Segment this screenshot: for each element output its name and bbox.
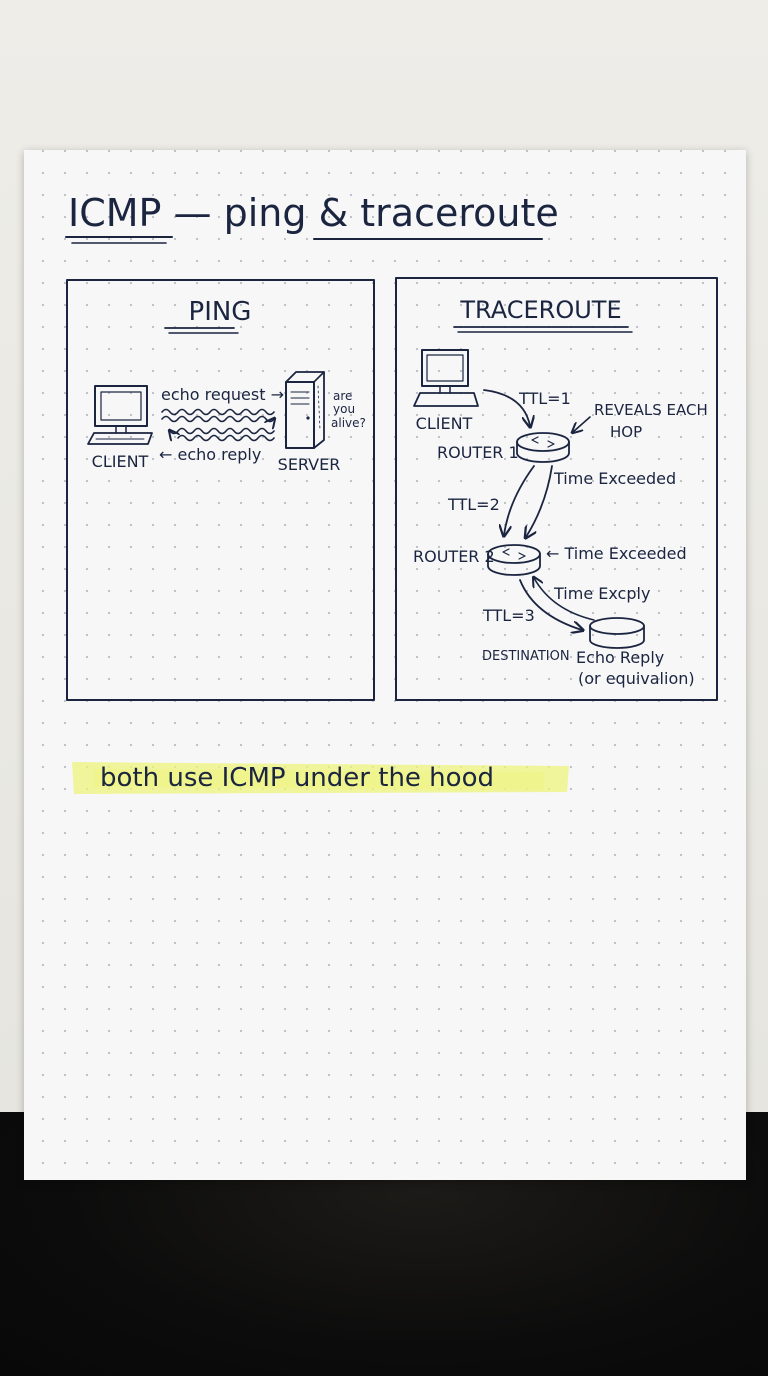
highlighted-note: both use ICMP under the hood — [72, 762, 569, 794]
router1-label: ROUTER 1 — [437, 443, 519, 462]
page-title: ICMP — ping & traceroute — [65, 191, 559, 244]
svg-text:you: you — [333, 402, 355, 416]
traceroute-client-label: CLIENT — [416, 414, 473, 433]
router2-icon — [487, 544, 541, 576]
time-excply-label: Time Excply — [553, 584, 650, 603]
ping-panel: PING CLIENT echo request → ← echo reply — [66, 279, 375, 701]
echo-reply-line1: Echo Reply — [576, 648, 664, 667]
ping-server-label: SERVER — [278, 455, 341, 474]
destination-label: DESTINATION — [482, 649, 570, 664]
router1-icon — [516, 432, 570, 463]
time-exceeded-1-label: Time Exceeded — [553, 469, 676, 488]
echo-reply-line2: (or equivalion) — [578, 669, 695, 688]
dotted-paper-sheet: ICMP — ping & traceroute PING CLIENT ech… — [24, 150, 746, 1180]
diagram-canvas: ICMP — ping & traceroute PING CLIENT ech… — [65, 191, 718, 794]
echo-request-label: echo request → — [161, 385, 284, 404]
svg-text:alive?: alive? — [331, 416, 366, 430]
client-computer-icon — [87, 385, 153, 445]
svg-text:ICMP — ping & traceroute: ICMP — ping & traceroute — [68, 191, 559, 235]
svg-text:are: are — [333, 389, 352, 403]
speech-note: are you alive? — [331, 389, 366, 430]
echo-reply-label: ← echo reply — [159, 445, 261, 464]
traceroute-client-computer-icon — [413, 349, 479, 407]
traceroute-panel: TRACEROUTE CLIENT TTL=1 REVEALS EACH HOP — [395, 277, 718, 701]
ttl3-label: TTL=3 — [482, 606, 535, 625]
reveals-label-line2: HOP — [610, 423, 642, 441]
time-exceeded-2-label: ← Time Exceeded — [546, 544, 687, 563]
traceroute-heading: TRACEROUTE — [459, 296, 621, 324]
ttl2-label: TTL=2 — [447, 495, 500, 514]
ping-client-label: CLIENT — [92, 452, 149, 471]
router2-label: ROUTER 2 — [413, 547, 495, 566]
reveals-label-line1: REVEALS EACH — [594, 401, 708, 419]
destination-icon — [589, 617, 645, 649]
server-tower-icon — [285, 371, 325, 449]
ttl1-label: TTL=1 — [518, 389, 571, 408]
ping-heading: PING — [189, 297, 252, 327]
svg-text:both use ICMP under the hood: both use ICMP under the hood — [100, 763, 494, 793]
